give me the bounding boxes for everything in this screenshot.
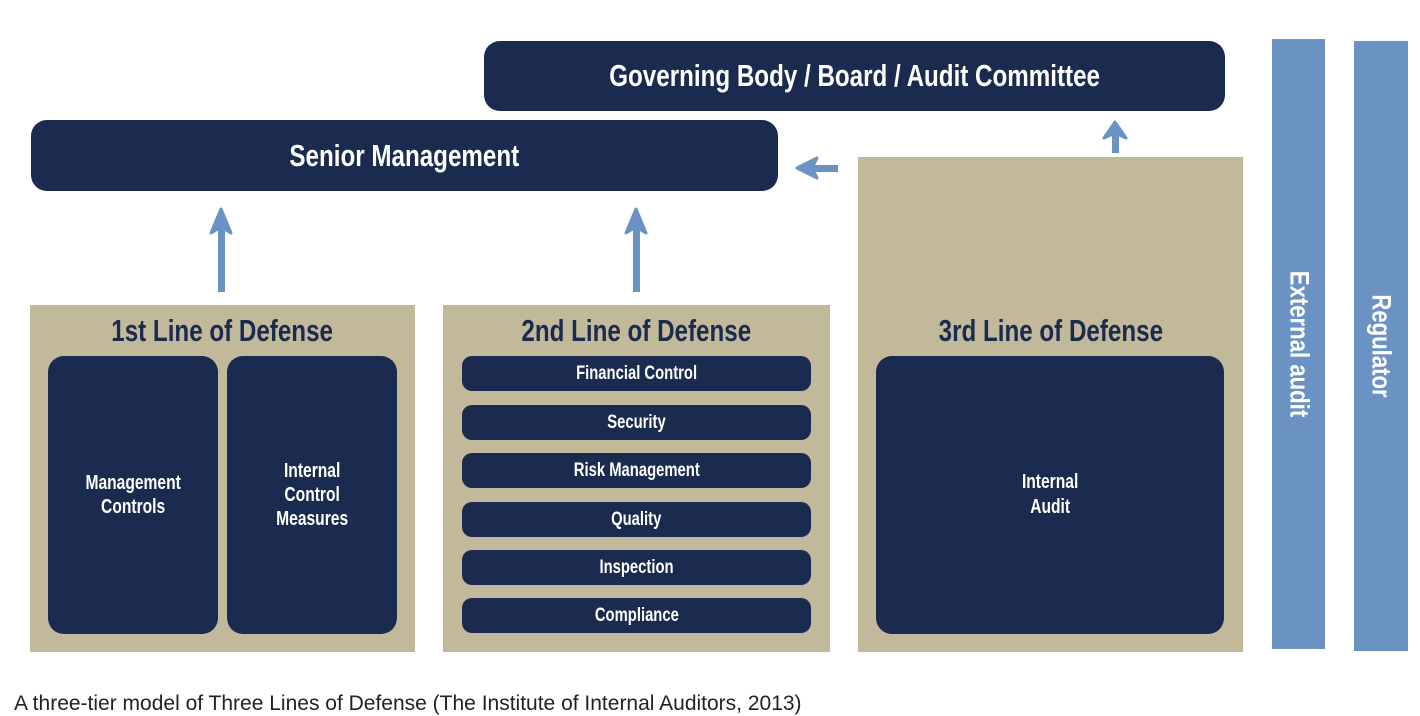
second-line-item-risk-management: Risk Management <box>462 453 811 488</box>
label-line: Controls <box>100 496 166 518</box>
third-line-title: 3rd Line of Defense <box>858 313 1243 349</box>
first-line-title: 1st Line of Defense <box>30 313 415 349</box>
label-line: Measures <box>276 508 348 530</box>
regulator-bar: Regulator <box>1354 41 1408 651</box>
label-line: Internal <box>283 460 341 482</box>
second-line-panel: 2nd Line of Defense Financial Control Se… <box>443 305 830 652</box>
first-line-panel: 1st Line of Defense Management Controls … <box>30 305 415 652</box>
figure-caption: A three-tier model of Three Lines of Def… <box>14 692 802 715</box>
second-line-item-financial-control: Financial Control <box>462 356 811 391</box>
arrow-up-icon <box>209 207 233 292</box>
governing-body-label: Governing Body / Board / Audit Committee <box>609 58 1100 93</box>
item-label: Financial Control <box>575 362 698 384</box>
second-line-title-text: 2nd Line of Defense <box>521 313 752 348</box>
management-controls-box: Management Controls <box>48 356 218 634</box>
third-line-panel: 3rd Line of Defense Internal Audit <box>858 157 1243 652</box>
third-line-title-text: 3rd Line of Defense <box>938 313 1163 348</box>
item-label: Quality <box>611 508 662 530</box>
second-line-item-quality: Quality <box>462 502 811 537</box>
external-audit-bar: External audit <box>1272 39 1325 649</box>
governing-body-box: Governing Body / Board / Audit Committee <box>484 41 1225 111</box>
senior-management-box: Senior Management <box>31 120 778 191</box>
item-label: Compliance <box>594 604 679 626</box>
item-label: Inspection <box>599 556 674 578</box>
label-line: Audit <box>1030 496 1070 518</box>
second-line-item-compliance: Compliance <box>462 598 811 633</box>
first-line-title-text: 1st Line of Defense <box>111 313 334 348</box>
management-controls-label: Management Controls <box>85 471 180 519</box>
internal-control-measures-box: Internal Control Measures <box>227 356 397 634</box>
arrow-up-icon <box>624 207 648 292</box>
label-line: Management <box>85 472 181 494</box>
item-label: Security <box>607 411 666 433</box>
item-label: Risk Management <box>573 459 700 481</box>
label-line: Control <box>284 484 340 506</box>
second-line-item-inspection: Inspection <box>462 550 811 585</box>
label-line: Internal <box>1021 471 1079 493</box>
senior-management-label: Senior Management <box>289 137 520 173</box>
arrow-left-icon <box>795 156 838 180</box>
arrow-up-icon <box>1102 120 1128 153</box>
internal-audit-box: Internal Audit <box>876 356 1224 634</box>
second-line-item-security: Security <box>462 405 811 440</box>
internal-control-measures-label: Internal Control Measures <box>276 459 348 531</box>
external-audit-label: External audit <box>1284 270 1314 418</box>
second-line-title: 2nd Line of Defense <box>443 313 830 349</box>
internal-audit-label: Internal Audit <box>1022 470 1078 520</box>
regulator-label: Regulator <box>1366 294 1397 398</box>
